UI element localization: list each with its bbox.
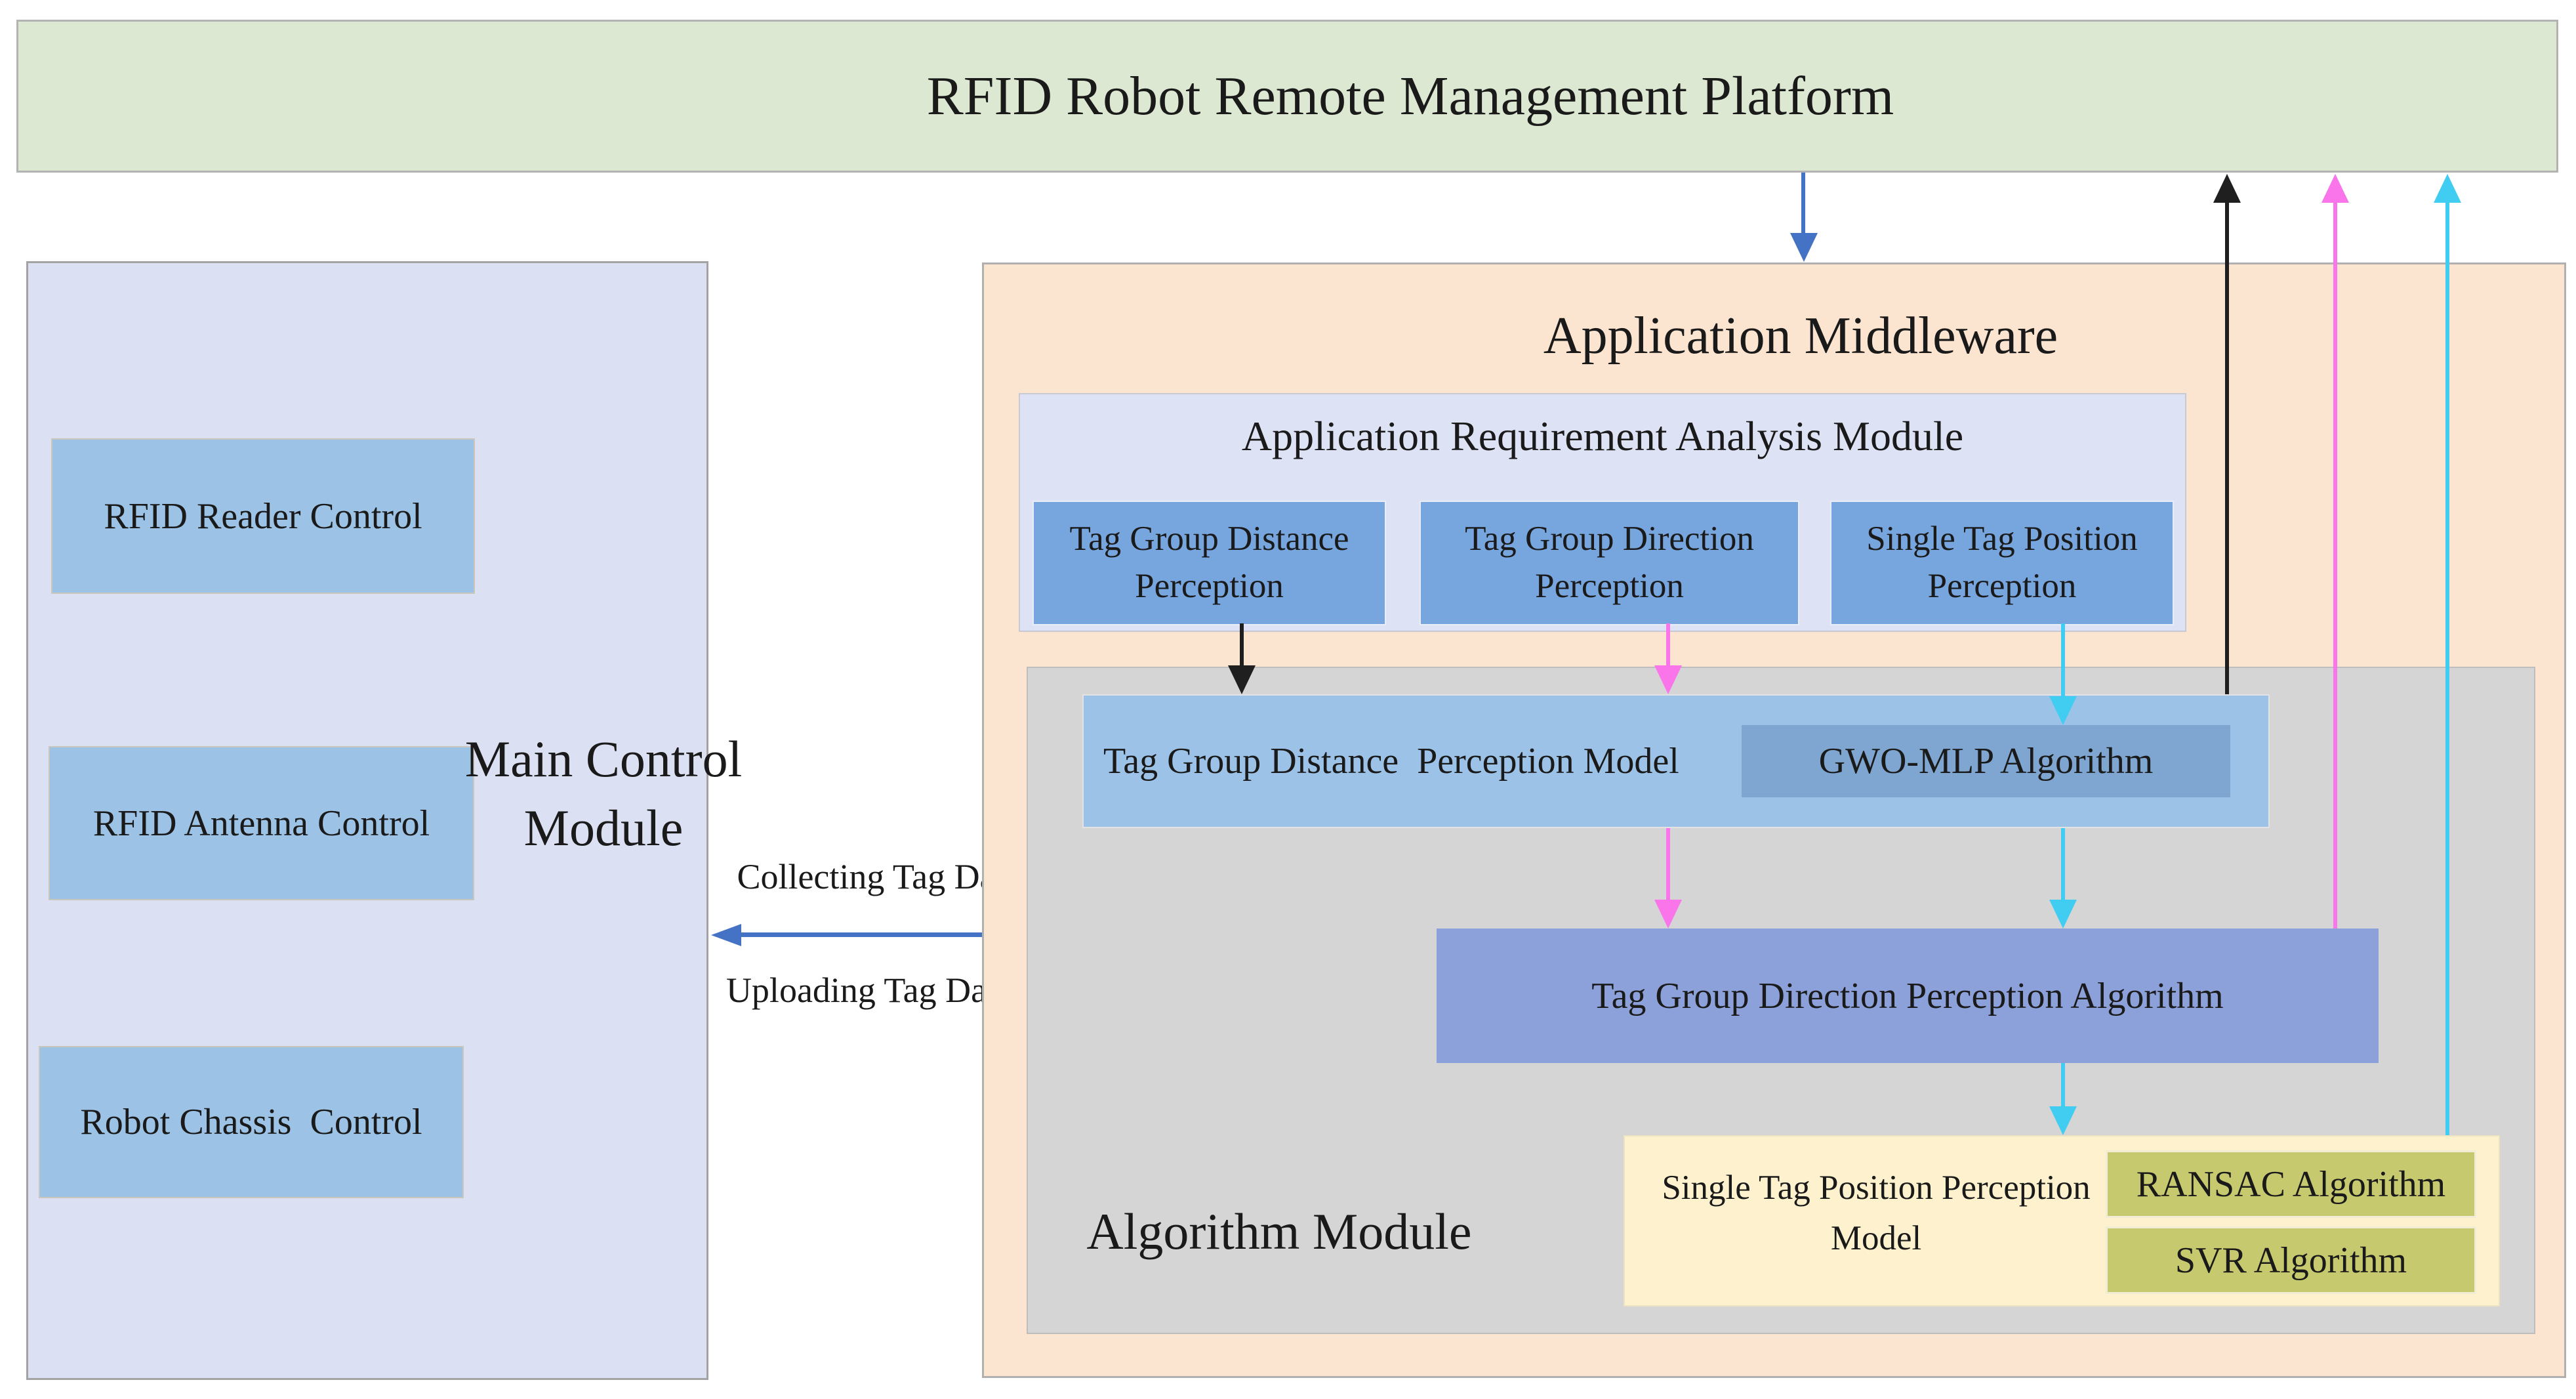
ransac-algorithm-box: RANSAC Algorithm (2106, 1150, 2476, 1218)
application-middleware-title: Application Middleware (1543, 306, 2058, 365)
arrow-shaft (2445, 200, 2449, 1135)
svr-algorithm-box: SVR Algorithm (2106, 1226, 2476, 1294)
rfid-antenna-control-box: RFID Antenna Control (49, 746, 474, 900)
collecting-tag-data-label: Collecting Tag Data (737, 857, 1021, 896)
arrow-head-up (2213, 174, 2241, 203)
arrow-head-down (2049, 900, 2077, 929)
single-tag-position-perception-box: Single Tag Position Perception (1830, 501, 2174, 625)
tag-group-direction-perception-box: Tag Group Direction Perception (1420, 501, 1799, 625)
arrow-head-down (2049, 1106, 2077, 1135)
arrow-head-down (1654, 900, 1682, 929)
arrow-shaft (1666, 828, 1670, 902)
arrow-head-down (1228, 665, 1256, 694)
arrow-head-down (1654, 665, 1682, 694)
single-tag-position-perception-model-label: Single Tag Position Perception Model (1662, 1169, 2091, 1257)
platform-title: RFID Robot Remote Management Platform (926, 66, 1894, 127)
arrow-head-down (2049, 696, 2077, 725)
rfid-reader-control-box: RFID Reader Control (51, 438, 475, 594)
arrow-shaft (2333, 200, 2337, 929)
robot-chassis-control-box: Robot Chassis Control (39, 1046, 464, 1198)
tag-group-distance-perception-box: Tag Group Distance Perception (1032, 501, 1386, 625)
gwo-mlp-algorithm-box: GWO-MLP Algorithm (1742, 725, 2230, 797)
arrow-shaft (2061, 623, 2065, 699)
arrow-head-up (2434, 174, 2461, 203)
tag-group-direction-perception-algorithm-box: Tag Group Direction Perception Algorithm (1437, 929, 2379, 1063)
requirement-analysis-module-title: Application Requirement Analysis Module (1241, 413, 1964, 459)
arrow-shaft (2061, 828, 2065, 902)
platform-banner (16, 20, 2558, 173)
arrow-shaft (1240, 623, 1244, 669)
arrow-shaft (2061, 1063, 2065, 1109)
arrow-shaft (733, 932, 1010, 937)
arrow-shaft (1666, 623, 1670, 669)
arrow-head-up (2321, 174, 2349, 203)
arrow-head-down (1790, 233, 1818, 262)
arrow-head-left (711, 924, 741, 946)
algorithm-module-title: Algorithm Module (1086, 1203, 1472, 1260)
uploading-tag-data-label: Uploading Tag Data (726, 971, 1013, 1010)
arrow-shaft (2225, 200, 2229, 694)
arrow-shaft (1801, 173, 1805, 236)
tag-group-distance-perception-model-label: Tag Group Distance Perception Model (1103, 741, 1679, 782)
main-control-module-title: Main Control Module (464, 730, 743, 857)
